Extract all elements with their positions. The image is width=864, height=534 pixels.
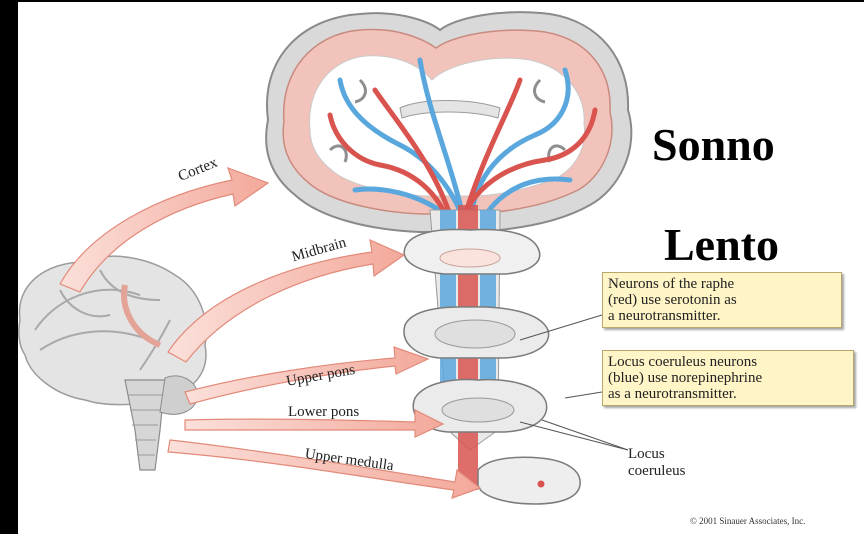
locus-coeruleus-callout: Locus coeruleus neurons (blue) use norep… — [602, 350, 854, 406]
upper-medulla-slice — [478, 457, 580, 504]
title-line-1: Sonno — [652, 118, 775, 171]
cortex-section — [266, 12, 631, 232]
locus-line-3: as a neurotransmitter. — [608, 386, 848, 402]
midbrain-slice — [404, 230, 539, 274]
locus-line-2: (blue) use norepinephrine — [608, 370, 848, 386]
raphe-line-2: (red) use serotonin as — [608, 292, 836, 308]
upper-pons-slice — [404, 307, 549, 358]
locus-label-line-2: coeruleus — [628, 463, 685, 480]
locus-line-1: Locus coeruleus neurons — [608, 354, 848, 370]
label-lower-pons: Lower pons — [288, 404, 359, 421]
raphe-line-3: a neurotransmitter. — [608, 308, 836, 324]
raphe-callout: Neurons of the raphe (red) use serotonin… — [602, 272, 842, 328]
locus-label-line-1: Locus — [628, 446, 685, 463]
title-line-2: Lento — [664, 218, 779, 271]
whole-brain-illustration — [19, 256, 206, 470]
locus-coeruleus-label: Locus coeruleus — [628, 446, 685, 480]
copyright-credit: © 2001 Sinauer Associates, Inc. — [690, 516, 805, 526]
raphe-line-1: Neurons of the raphe — [608, 276, 836, 292]
